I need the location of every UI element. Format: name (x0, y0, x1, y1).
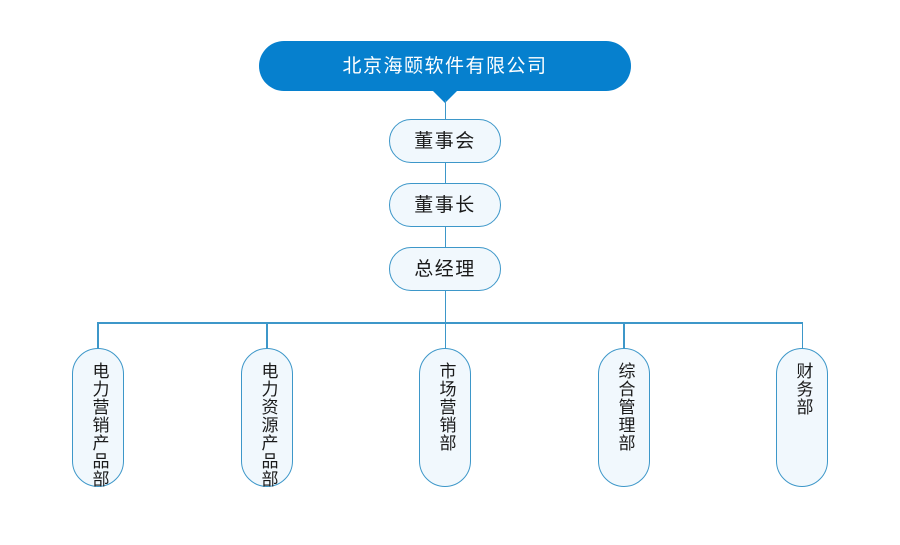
connector-drop-dept-3 (444, 322, 446, 349)
root-node-company[interactable]: 北京海颐软件有限公司 (259, 41, 631, 91)
node-general-manager-label: 总经理 (414, 257, 476, 280)
node-dept-power-resource-product[interactable]: 电力资源产品部 (241, 348, 293, 488)
connector-chairman-to-gm (444, 227, 446, 247)
connector-root-to-board (444, 100, 446, 119)
node-board-of-directors-label: 董事会 (414, 129, 476, 152)
node-chairman-label: 董事长 (414, 193, 476, 216)
node-dept-finance-label: 财务部 (792, 362, 813, 416)
connector-drop-dept-5 (801, 322, 803, 349)
node-dept-market-marketing[interactable]: 市场营销部 (419, 348, 471, 487)
node-dept-general-management[interactable]: 综合管理部 (598, 348, 650, 487)
node-dept-finance[interactable]: 财务部 (776, 348, 828, 487)
connector-gm-to-bus (444, 291, 446, 323)
connector-drop-dept-4 (623, 322, 625, 349)
root-connector-arrow (432, 90, 458, 103)
node-dept-power-marketing-product[interactable]: 电力营销产品部 (72, 348, 124, 488)
node-chairman[interactable]: 董事长 (389, 183, 501, 227)
connector-board-to-chairman (444, 163, 446, 183)
node-dept-power-resource-product-label: 电力资源产品部 (257, 362, 278, 488)
node-board-of-directors[interactable]: 董事会 (389, 119, 501, 163)
connector-drop-dept-1 (97, 322, 99, 349)
node-general-manager[interactable]: 总经理 (389, 247, 501, 291)
node-dept-general-management-label: 综合管理部 (614, 362, 635, 452)
connector-drop-dept-2 (266, 322, 268, 349)
node-dept-power-marketing-product-label: 电力营销产品部 (88, 362, 109, 488)
node-dept-market-marketing-label: 市场营销部 (435, 362, 456, 452)
connector-horizontal-bus (97, 322, 803, 324)
root-node-label: 北京海颐软件有限公司 (342, 54, 548, 77)
